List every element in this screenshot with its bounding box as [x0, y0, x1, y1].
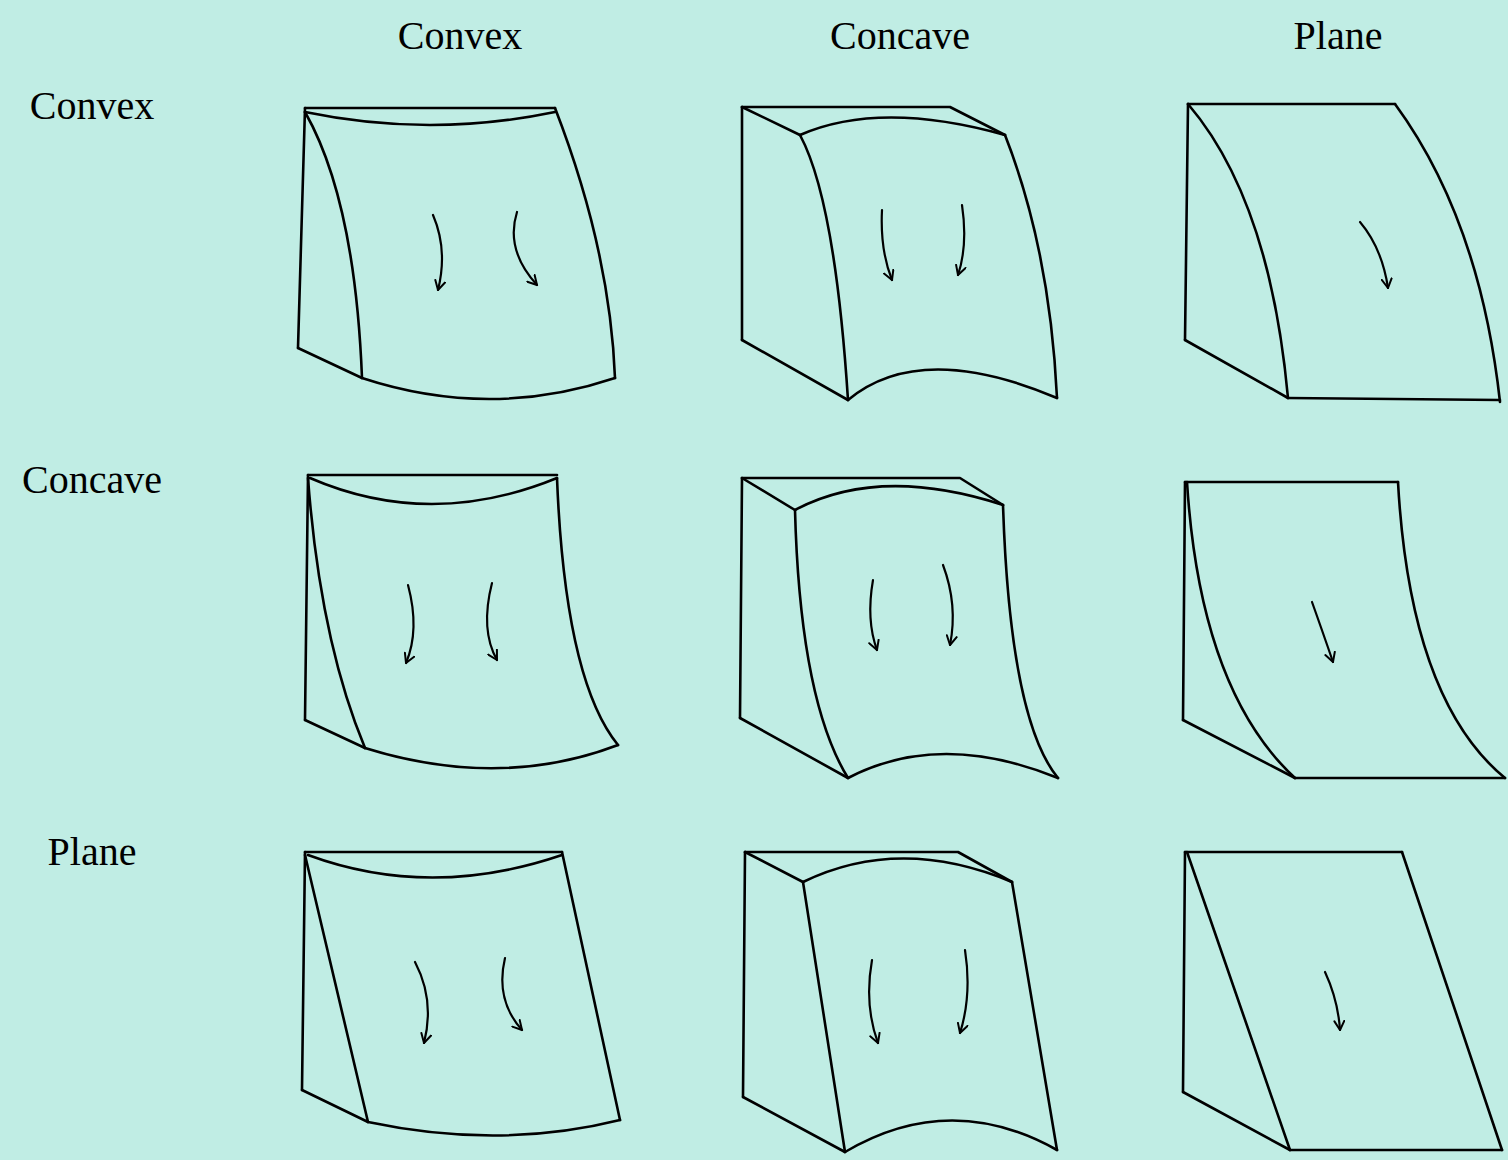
flow-arrow — [406, 585, 414, 663]
slope-edge — [803, 882, 845, 1152]
slope-edge — [1003, 505, 1058, 778]
flow-arrow — [869, 960, 878, 1043]
slope-edge — [1185, 851, 1402, 854]
slope-edge — [1188, 104, 1288, 398]
slope-edge — [305, 475, 308, 720]
slope-edge — [743, 1097, 845, 1152]
row-heading: Concave — [22, 460, 162, 500]
slope-edge — [740, 718, 848, 778]
column-heading: Concave — [830, 16, 970, 56]
slope-edge — [305, 112, 555, 125]
slope-edge — [308, 478, 365, 748]
flow-arrow — [487, 583, 497, 660]
flow-arrow — [943, 565, 953, 645]
slope-edge — [308, 855, 562, 878]
slope-edge — [1395, 104, 1500, 402]
slope-edge — [845, 1120, 1057, 1152]
slope-edge — [1185, 104, 1188, 340]
slope-edge — [742, 340, 848, 400]
slope-edge — [740, 478, 742, 718]
slope-edge — [305, 112, 362, 378]
slope-edge — [848, 754, 1058, 778]
slope-edge — [1188, 103, 1395, 106]
slope-edge — [1012, 882, 1057, 1150]
slope-edge — [298, 348, 362, 378]
slope-edge — [742, 107, 1005, 135]
slope-edge — [310, 478, 557, 504]
slope-edge — [741, 107, 744, 340]
slope-block — [1185, 104, 1500, 402]
slope-edge — [795, 510, 848, 778]
slope-edge — [1183, 482, 1185, 720]
slope-edge — [745, 852, 1012, 882]
column-heading: Convex — [398, 16, 522, 56]
slope-edge — [743, 852, 745, 1097]
flow-arrow — [870, 580, 877, 650]
slope-edge — [1295, 777, 1505, 780]
slope-edge — [1185, 340, 1288, 398]
flow-arrow — [958, 205, 964, 275]
flow-arrow — [433, 215, 442, 290]
slope-edge — [298, 108, 305, 348]
slope-edge — [365, 745, 618, 768]
slope-edge — [557, 478, 618, 745]
flow-arrow — [882, 210, 892, 280]
slope-edge — [555, 108, 615, 378]
slope-edge — [302, 1090, 368, 1122]
flow-arrow — [960, 950, 968, 1033]
slope-block — [305, 475, 618, 768]
slope-edge — [368, 1120, 620, 1136]
slope-edge — [362, 378, 615, 399]
row-heading: Plane — [48, 832, 137, 872]
slope-edge — [742, 478, 795, 510]
slope-edge — [1290, 1149, 1502, 1152]
slope-edge — [745, 852, 803, 882]
slope-edge — [848, 369, 1057, 400]
slope-edge — [1398, 482, 1505, 778]
row-heading: Convex — [30, 86, 154, 126]
slope-edge — [1187, 482, 1295, 778]
slope-block — [743, 852, 1057, 1152]
slope-edge — [305, 851, 562, 854]
slope-block — [298, 108, 615, 399]
slope-block — [740, 478, 1058, 778]
slope-edge — [1183, 720, 1295, 778]
slope-edge — [305, 855, 368, 1122]
slope-block — [1183, 852, 1502, 1150]
slope-edge — [305, 720, 365, 748]
flow-arrow — [415, 962, 428, 1043]
flow-arrow — [1325, 972, 1340, 1030]
slope-edge — [562, 852, 620, 1120]
slope-edge — [800, 135, 848, 400]
slope-edge — [1402, 852, 1502, 1150]
slope-edge — [800, 118, 1005, 136]
slope-block — [1183, 482, 1505, 778]
slope-edge — [803, 859, 1012, 883]
flow-arrow — [1360, 222, 1388, 288]
slope-block — [302, 852, 620, 1136]
slope-block — [742, 107, 1057, 400]
flow-arrow — [1312, 602, 1333, 662]
slope-edge — [1183, 852, 1185, 1092]
slope-edge — [1183, 1092, 1290, 1150]
slope-edge — [308, 474, 557, 477]
slope-edge — [742, 107, 800, 135]
slope-edge — [1185, 481, 1398, 484]
slope-edge — [305, 107, 555, 110]
slope-edge — [1005, 135, 1057, 398]
flow-arrow — [514, 212, 537, 285]
column-heading: Plane — [1294, 16, 1383, 56]
slope-edge — [1288, 398, 1500, 400]
slope-edge — [1187, 852, 1290, 1150]
slope-edge — [795, 486, 1003, 510]
flow-arrow — [502, 958, 522, 1030]
slope-edge — [302, 852, 305, 1090]
